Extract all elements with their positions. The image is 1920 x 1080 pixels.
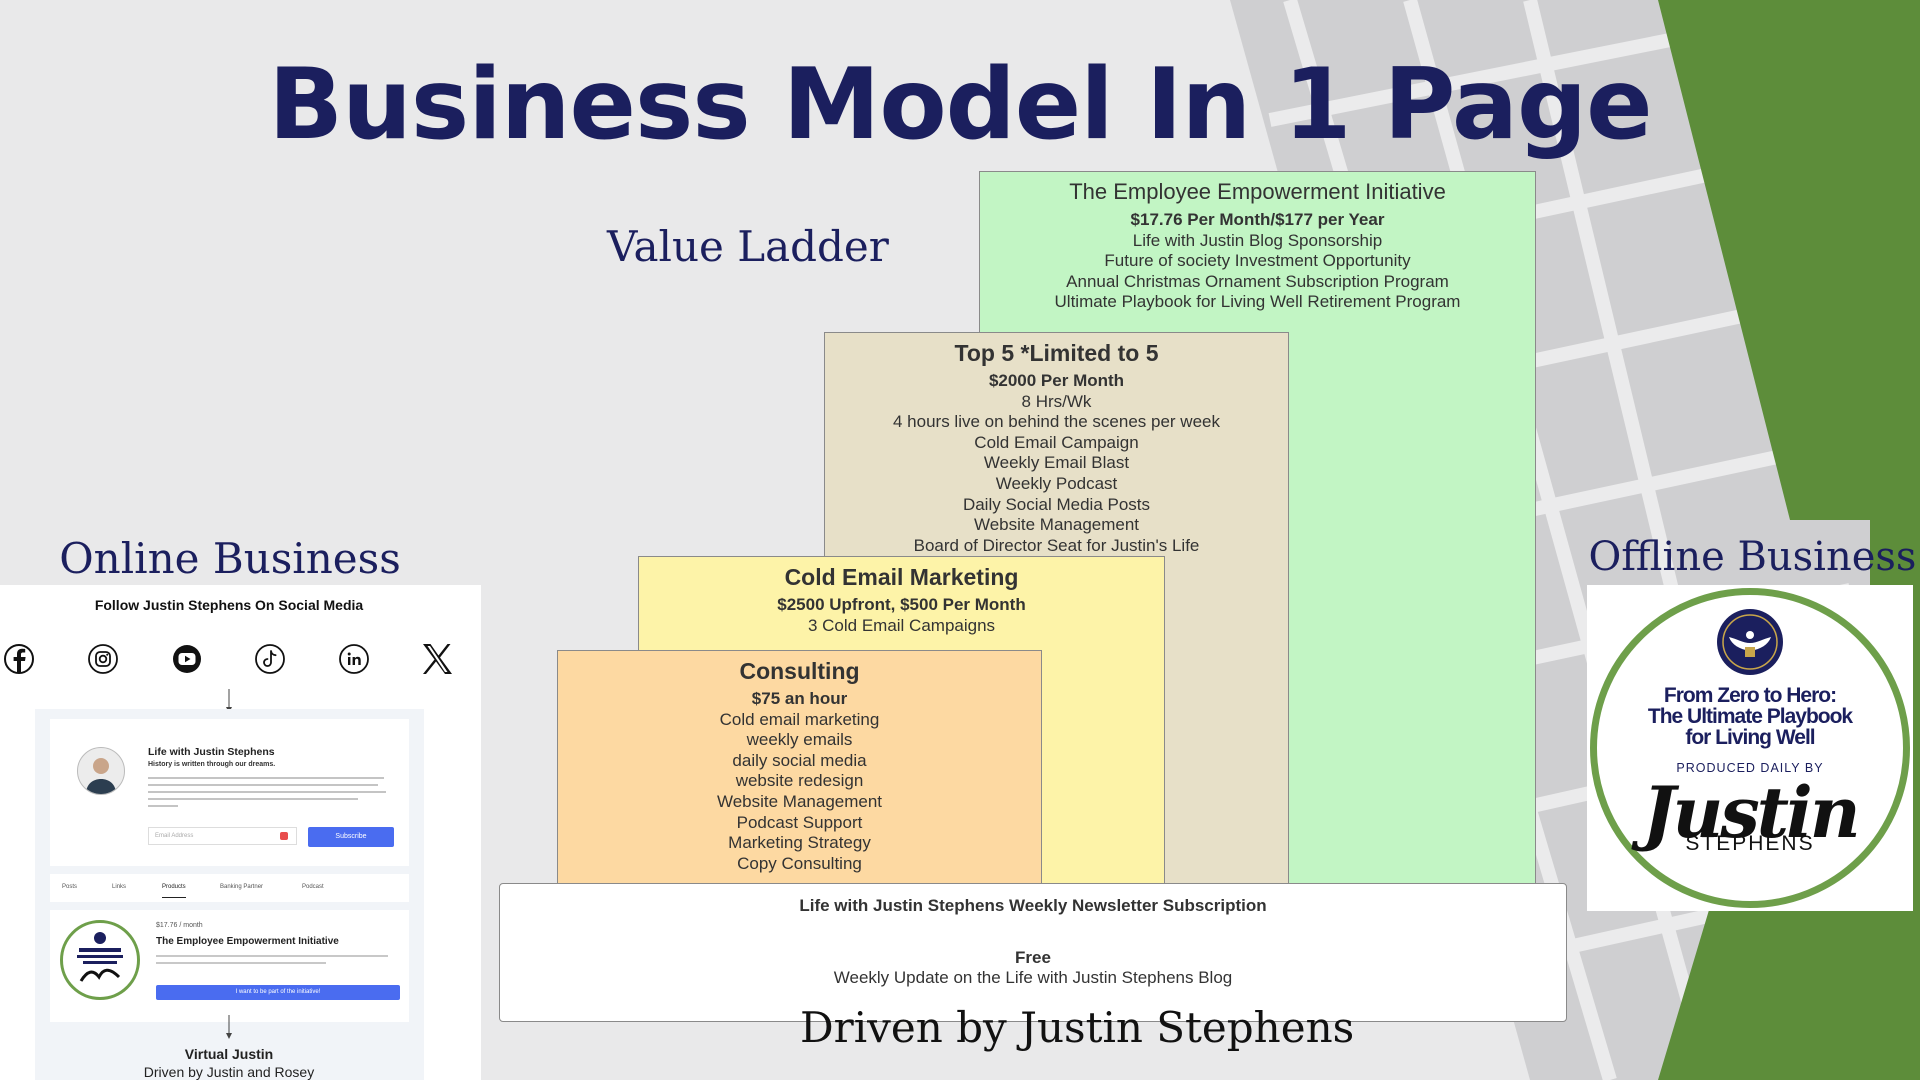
offline-headline-line: The Ultimate Playbook (1647, 705, 1853, 728)
follow-title: Follow Justin Stephens On Social Media (94, 597, 364, 613)
product-title: The Employee Empowerment Initiative (156, 936, 339, 947)
subscribe-button[interactable]: Subscribe (308, 827, 394, 847)
logo-ring (1590, 588, 1910, 908)
ladder-step-price: $2000 Per Month (988, 371, 1125, 390)
product-card: $17.76 / month The Employee Empowerment … (50, 910, 409, 1022)
produced-by-label: PRODUCED DAILY BY (1676, 761, 1824, 775)
profile-card: Life with Justin Stephens History is wri… (50, 719, 409, 866)
eagle-seal-icon (1717, 609, 1783, 675)
offline-business-logo: From Zero to Hero: The Ultimate Playbook… (1587, 585, 1913, 911)
ladder-step-item: 8 Hrs/Wk (1021, 391, 1092, 411)
ladder-step-item: Life with Justin Blog Sponsorship (1132, 230, 1383, 250)
ladder-step-item: Website Management (716, 791, 883, 811)
ladder-step-title: Life with Justin Stephens Weekly Newslet… (799, 896, 1267, 915)
ladder-step-title: Consulting (739, 658, 860, 684)
tab-products[interactable]: Products (162, 884, 186, 898)
ladder-step-item: 4 hours live on behind the scenes per we… (893, 412, 1220, 432)
offline-business-title: Offline Business (1588, 534, 1917, 580)
product-logo (60, 920, 140, 1000)
youtube-icon[interactable] (170, 642, 204, 676)
virtual-justin-subtitle: Driven by Justin and Rosey (143, 1064, 315, 1080)
ladder-step-item: Podcast Support (736, 812, 863, 832)
ladder-step-item: Board of Director Seat for Justin's Life (913, 535, 1200, 555)
profile-tagline: History is written through our dreams. (148, 761, 276, 768)
ladder-step-price: $17.76 Per Month/$177 per Year (1130, 210, 1385, 229)
ladder-step-item: Copy Consulting (737, 853, 862, 873)
signature-name: Justin (1642, 771, 1860, 854)
ladder-step-item: Website Management (973, 515, 1140, 535)
ladder-step-price: $75 an hour (751, 689, 848, 708)
surname-label: STEPHENS (1685, 832, 1815, 855)
mail-icon (280, 832, 288, 840)
ladder-step-newsletter: Life with Justin Stephens Weekly Newslet… (499, 883, 1567, 1022)
ladder-step-consulting: Consulting $75 an hour Cold email market… (557, 650, 1042, 884)
ladder-step-item: Cold email marketing (719, 709, 880, 729)
value-ladder-label: Value Ladder (607, 222, 889, 271)
initiative-logo-icon (77, 932, 123, 982)
ladder-step-item: Cold Email Campaign (974, 432, 1139, 452)
profile-name: Life with Justin Stephens (148, 746, 275, 758)
email-input[interactable]: Email Address (148, 827, 297, 845)
x-icon[interactable] (420, 642, 454, 676)
offline-headline-line: for Living Well (1685, 726, 1815, 749)
arrow-down-icon (226, 1015, 232, 1039)
facebook-icon[interactable] (2, 642, 36, 676)
online-business-screenshot: Follow Justin Stephens On Social Media (0, 585, 481, 1080)
ladder-step-item: Daily Social Media Posts (962, 494, 1151, 514)
ladder-step-item: 3 Cold Email Campaigns (807, 615, 996, 635)
ladder-step-title: Cold Email Marketing (784, 564, 1019, 590)
ladder-step-item: Weekly Email Blast (983, 453, 1130, 473)
profile-tabs: Posts Links Products Banking Partner Pod… (50, 874, 409, 902)
person-icon (86, 758, 116, 794)
ladder-step-item: daily social media (732, 750, 867, 770)
avatar (77, 747, 125, 795)
virtual-justin-title: Virtual Justin (184, 1046, 274, 1062)
ladder-step-item: Marketing Strategy (728, 833, 871, 853)
ladder-step-title: The Employee Empowerment Initiative (1069, 179, 1446, 204)
tab-posts[interactable]: Posts (62, 884, 78, 890)
email-placeholder: Email Address (155, 833, 194, 839)
ladder-step-item: Future of society Investment Opportunity (1104, 251, 1411, 271)
ladder-step-item: Weekly Update on the Life with Justin St… (833, 968, 1233, 988)
tab-banking-partner[interactable]: Banking Partner (220, 884, 264, 890)
ladder-step-item: Annual Christmas Ornament Subscription P… (1066, 271, 1449, 291)
page-title: Business Model In 1 Page (268, 48, 1652, 162)
offline-headline-line: From Zero to Hero: (1663, 684, 1837, 707)
instagram-icon[interactable] (86, 642, 120, 676)
product-price: $17.76 / month (156, 922, 203, 929)
ladder-step-item: weekly emails (746, 730, 853, 750)
tab-podcast[interactable]: Podcast (302, 884, 324, 890)
ladder-step-item: Weekly Podcast (995, 473, 1118, 493)
ladder-step-item: Ultimate Playbook for Living Well Retire… (1054, 292, 1461, 312)
product-description-lines (156, 955, 391, 969)
ladder-step-item: website redesign (735, 771, 864, 791)
ladder-step-price: Free (1015, 947, 1051, 967)
ladder-step-price: $2500 Upfront, $500 Per Month (777, 595, 1026, 614)
ladder-step-title: Top 5 *Limited to 5 (954, 340, 1159, 366)
social-icons-row (0, 637, 481, 681)
tab-links[interactable]: Links (112, 884, 127, 890)
profile-description-lines (148, 777, 388, 812)
online-business-title: Online Business (59, 534, 401, 583)
tiktok-icon[interactable] (253, 642, 287, 676)
creator-page-preview: Life with Justin Stephens History is wri… (35, 709, 424, 1080)
linkedin-icon[interactable] (337, 642, 371, 676)
driven-by-label: Driven by Justin Stephens (800, 1003, 1355, 1052)
join-initiative-button[interactable]: I want to be part of the initiative! (156, 985, 400, 1000)
